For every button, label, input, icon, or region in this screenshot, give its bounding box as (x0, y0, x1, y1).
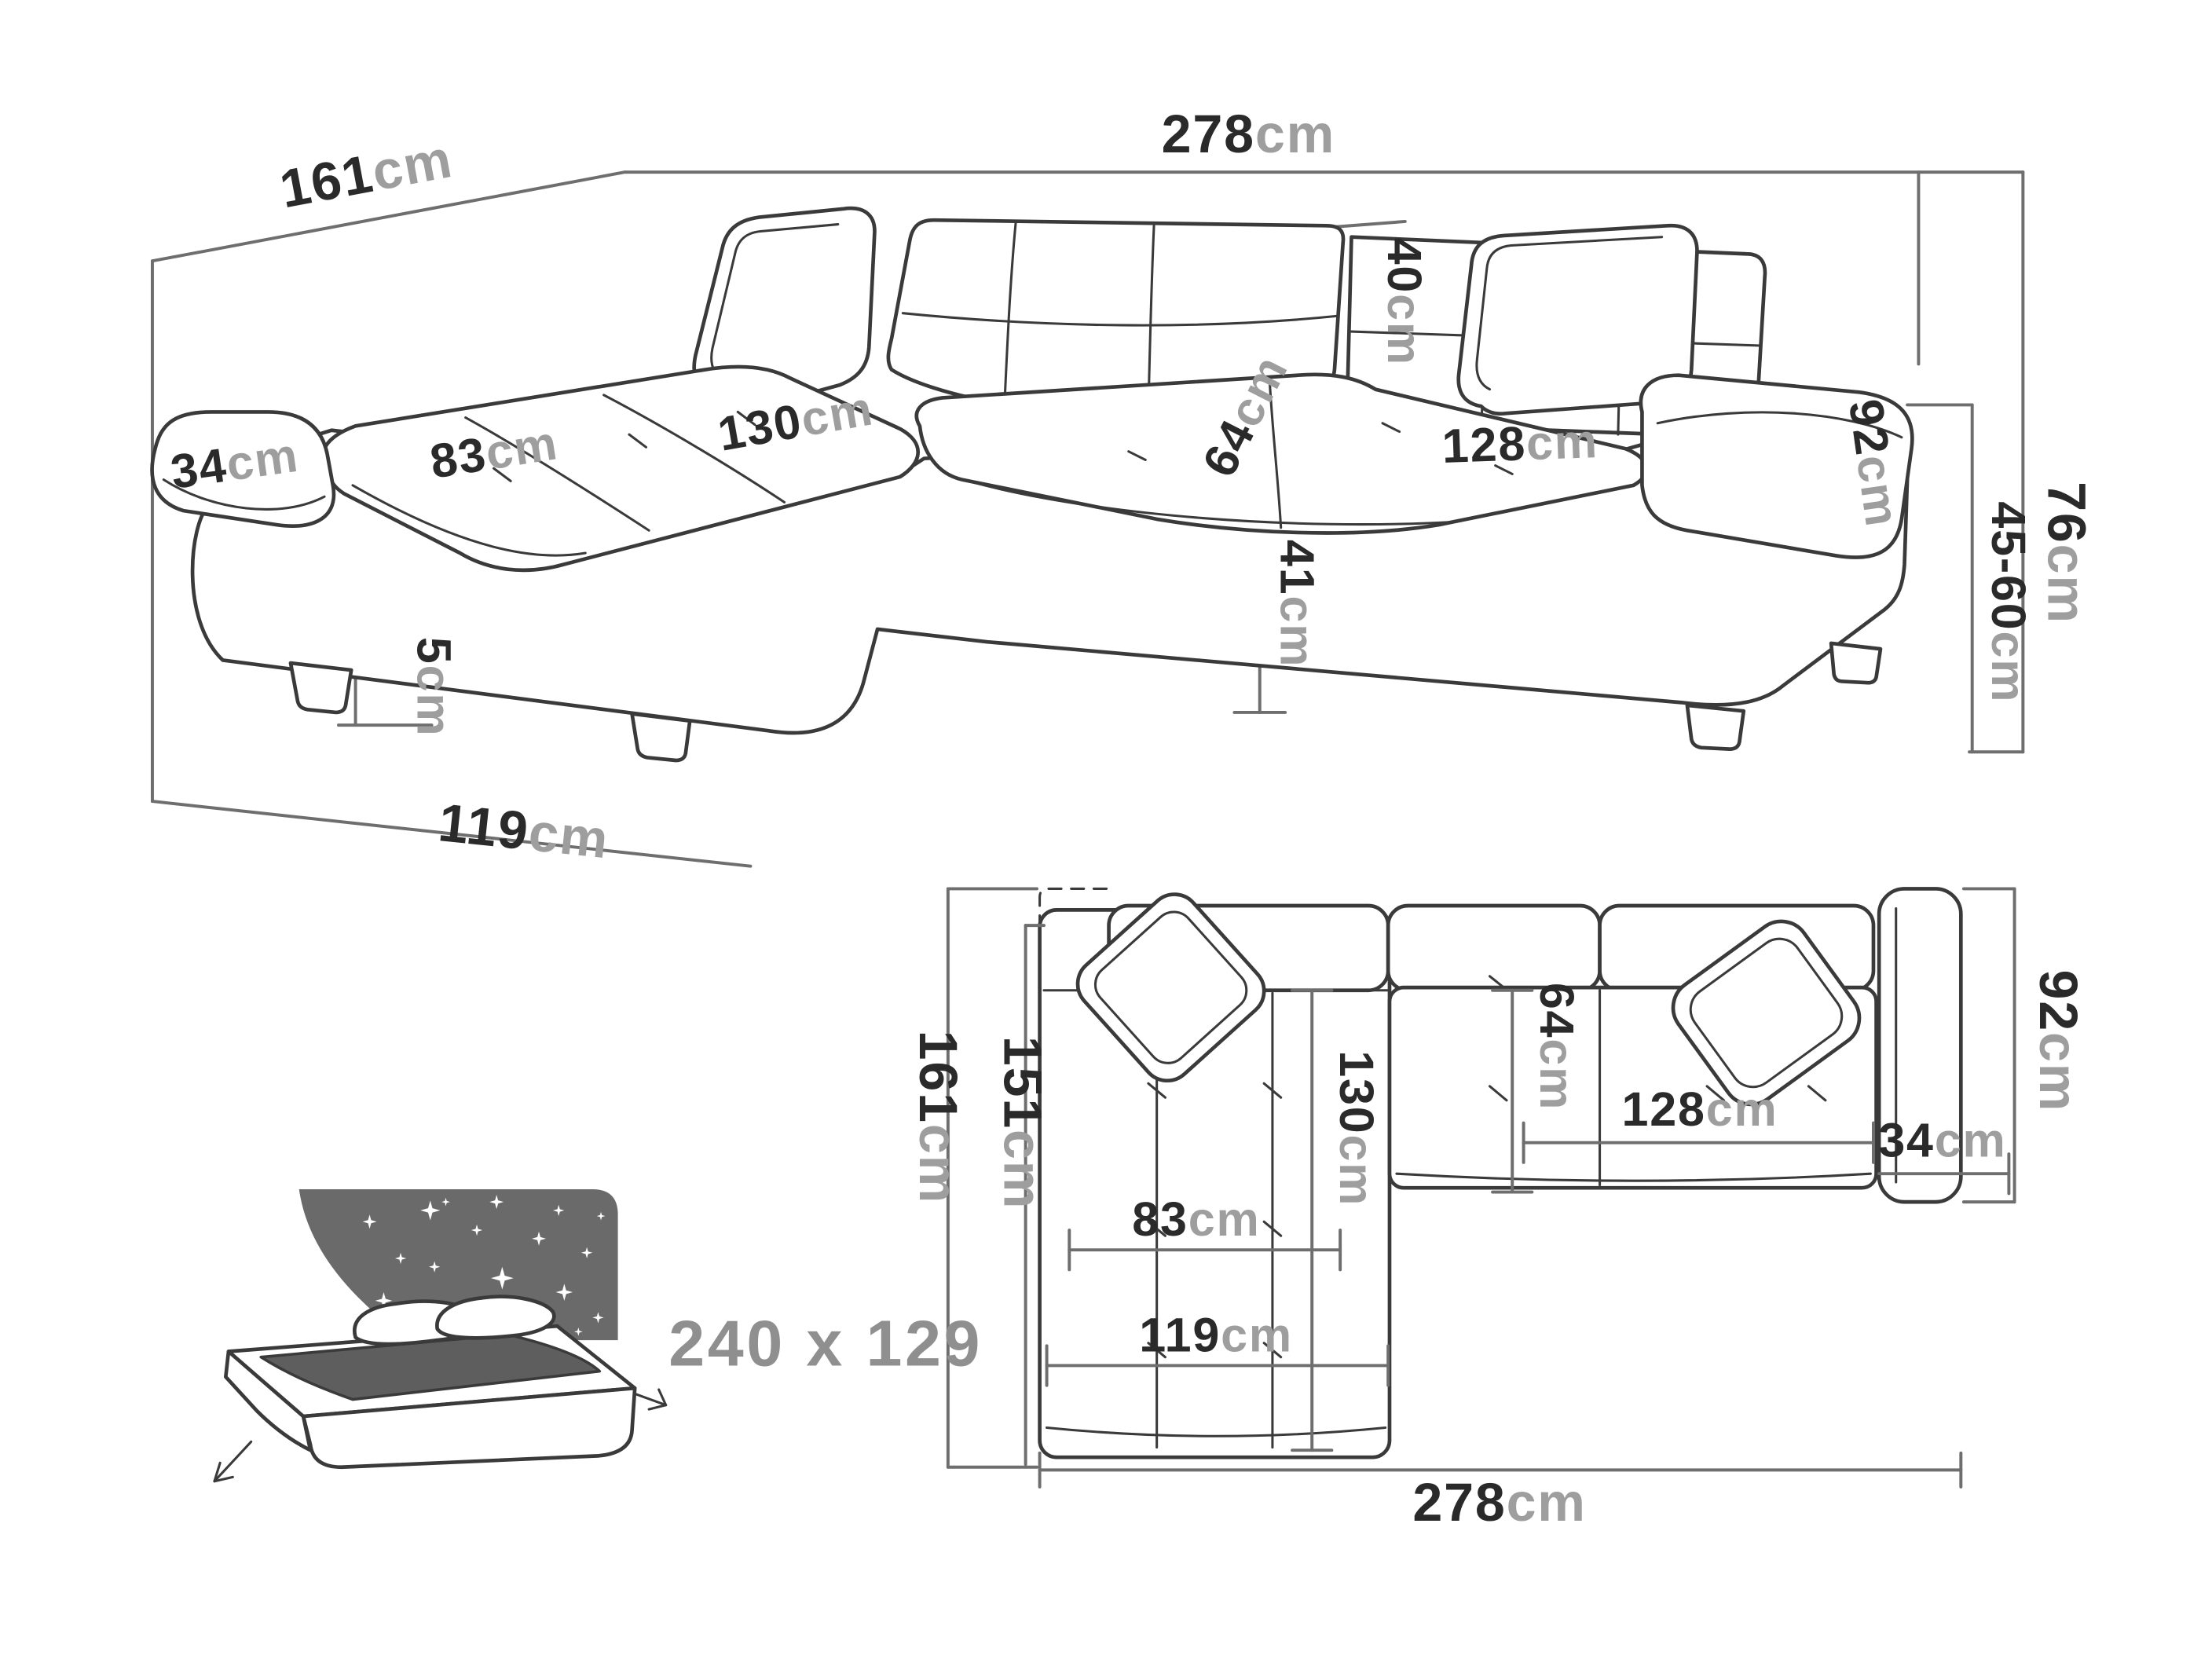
dim-total-depth: 161cm (275, 129, 457, 219)
plan-dim-chaise-width: 83cm (1132, 1192, 1260, 1246)
sofa-perspective-drawing (150, 206, 1914, 763)
dim-total-height: 76cm (2037, 482, 2097, 624)
plan-dim-chaise-length: 130cm (1330, 1050, 1383, 1207)
dim-backrest-height: 40cm (1378, 238, 1431, 366)
plan-dim-seat-width: 128cm (1622, 1082, 1778, 1136)
sofa-bed-icon: 240 x 129 (213, 1188, 983, 1483)
dim-chaise-cushion-width: 83cm (427, 416, 562, 489)
dim-right-armrest-length: 92cm (1839, 396, 1910, 530)
dim-chaise-cushion-length: 130cm (714, 381, 877, 461)
plan-dim-total-width: 278cm (1412, 1473, 1586, 1533)
plan-corner-dashed (1038, 887, 1111, 975)
dim-left-armrest-width: 34cm (167, 428, 302, 499)
plan-dim-chaise-depth: 119cm (1139, 1308, 1293, 1361)
pillow-right (1456, 223, 1699, 416)
fold-out-mattress-icon (213, 1295, 668, 1483)
plan-dim-seat-depth: 64cm (1530, 983, 1584, 1111)
dim-armrest-height-range: 45-60cm (1982, 501, 2035, 703)
seat-cushions (914, 372, 1649, 535)
plan-pillow-left (1075, 892, 1266, 1083)
plan-dim-depth-without-back: 151cm (993, 1036, 1053, 1210)
plan-view: 161cm 151cm 92cm 64cm 130cm 128cm 34cm 8… (908, 887, 2088, 1533)
plan-pillow-right (1671, 919, 1862, 1107)
dim-seat-height: 41cm (1271, 540, 1324, 668)
plan-right-armrest (1877, 887, 1963, 1204)
perspective-labels: 278cm 161cm 40cm 64cm 130cm 83cm 34cm 12… (167, 104, 2096, 870)
chaise-cushion (320, 364, 921, 573)
sofa-legs (288, 641, 1883, 763)
plan-backrest-2 (1386, 903, 1602, 993)
right-armrest (1639, 373, 1914, 559)
plan-dim-armrest-width: 34cm (1878, 1114, 2006, 1167)
dim-chaise-depth: 119cm (436, 793, 612, 870)
left-armrest (150, 410, 336, 528)
sofa-plan-drawing (1038, 887, 1963, 1459)
plan-dimension-lines (946, 887, 2016, 1489)
sleeping-area-size: 240 x 129 (668, 1306, 983, 1379)
dim-leg-height: 5cm (408, 637, 461, 738)
plan-labels: 161cm 151cm 92cm 64cm 130cm 128cm 34cm 8… (908, 970, 2088, 1533)
dim-total-width: 278cm (1162, 104, 1335, 164)
perspective-view: 278cm 161cm 40cm 64cm 130cm 83cm 34cm 12… (150, 104, 2097, 870)
dim-seat-cushion-width: 128cm (1441, 414, 1599, 473)
plan-dim-armrest-length: 92cm (2028, 970, 2088, 1113)
plan-dim-total-depth: 161cm (908, 1031, 968, 1204)
